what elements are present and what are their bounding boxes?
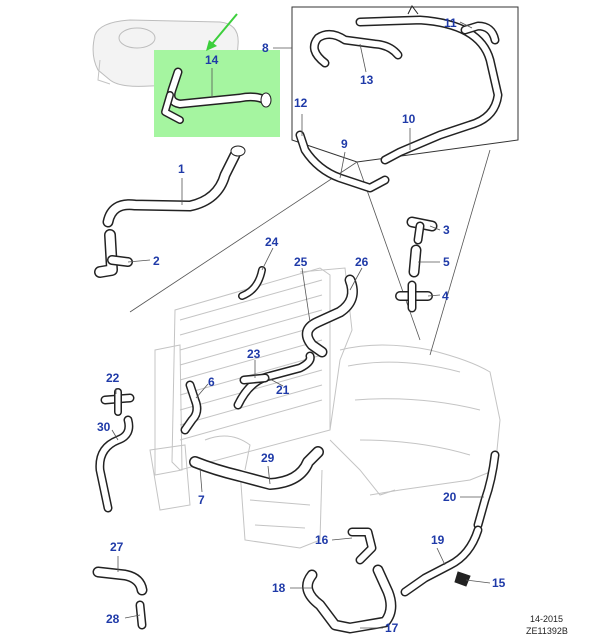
hose-19[interactable] <box>400 525 483 597</box>
pipe-fitting-2[interactable] <box>94 229 133 278</box>
callout-28[interactable]: 28 <box>106 612 120 626</box>
reference-block: 14-2015 ZE11392B <box>526 614 568 636</box>
fitting-3[interactable] <box>406 216 438 245</box>
hose-29[interactable] <box>189 446 324 490</box>
fitting-28[interactable] <box>135 600 147 630</box>
callout-11[interactable]: 11 <box>444 16 457 30</box>
callout-8[interactable]: 8 <box>262 41 269 55</box>
tee-fitting-4[interactable] <box>395 280 433 313</box>
leader-lines <box>111 21 491 629</box>
callout-7[interactable]: 7 <box>198 493 205 507</box>
callout-27[interactable]: 27 <box>110 540 124 554</box>
clip-15[interactable] <box>454 571 471 587</box>
callout-2[interactable]: 2 <box>153 254 160 268</box>
callout-26[interactable]: 26 <box>355 255 369 269</box>
callout-30[interactable]: 30 <box>97 420 111 434</box>
callout-10[interactable]: 10 <box>402 112 416 126</box>
callout-labels: 1 2 3 4 5 6 7 8 9 10 11 12 13 14 15 16 1… <box>97 16 506 635</box>
callout-22[interactable]: 22 <box>106 371 120 385</box>
fitting-5[interactable] <box>408 244 422 278</box>
callout-17[interactable]: 17 <box>385 621 399 635</box>
callout-29[interactable]: 29 <box>261 451 275 465</box>
hose-10-11[interactable] <box>355 5 503 165</box>
callout-21[interactable]: 21 <box>276 383 290 397</box>
callout-19[interactable]: 19 <box>431 533 445 547</box>
hose-17-18[interactable] <box>302 564 397 634</box>
fitting-22[interactable] <box>100 388 135 416</box>
callout-18[interactable]: 18 <box>272 581 286 595</box>
callout-1[interactable]: 1 <box>178 162 185 176</box>
callout-14[interactable]: 14 <box>205 53 219 67</box>
callout-9[interactable]: 9 <box>341 137 348 151</box>
reference-code: ZE11392B <box>526 626 568 636</box>
hose-24[interactable] <box>238 266 266 300</box>
callout-20[interactable]: 20 <box>443 490 457 504</box>
callout-4[interactable]: 4 <box>442 289 449 303</box>
reference-date: 14-2015 <box>530 614 563 624</box>
callout-25[interactable]: 25 <box>294 255 308 269</box>
hose-16[interactable] <box>347 527 377 565</box>
callout-5[interactable]: 5 <box>443 255 450 269</box>
callout-3[interactable]: 3 <box>443 223 450 237</box>
hose-21-23[interactable] <box>233 351 315 410</box>
callout-23[interactable]: 23 <box>247 347 261 361</box>
hose-1[interactable] <box>102 145 246 228</box>
callout-16[interactable]: 16 <box>315 533 329 547</box>
callout-24[interactable]: 24 <box>265 235 279 249</box>
radiator-engine-outline <box>149 267 501 549</box>
callout-12[interactable]: 12 <box>294 96 308 110</box>
hose-13[interactable] <box>309 30 403 68</box>
hose-14[interactable] <box>161 67 272 124</box>
hose-20[interactable] <box>473 450 500 530</box>
pipe-27[interactable] <box>92 566 148 596</box>
callout-13[interactable]: 13 <box>360 73 374 87</box>
hose-25-26[interactable] <box>301 274 358 358</box>
callout-15[interactable]: 15 <box>492 576 506 590</box>
hose-6[interactable] <box>180 380 202 435</box>
callout-6[interactable]: 6 <box>208 375 215 389</box>
